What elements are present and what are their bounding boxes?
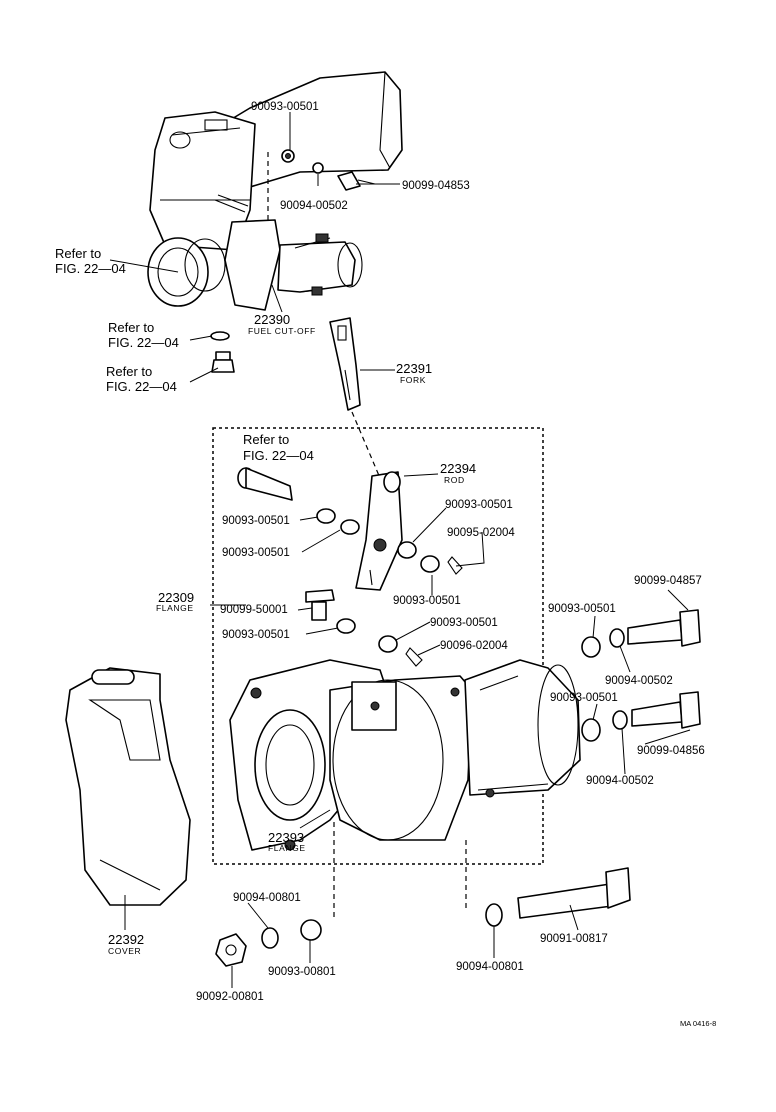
flange-part	[229, 659, 581, 851]
label-refer-to-4: Refer to	[243, 432, 289, 447]
label-90093-00501-c: 90093-00501	[222, 547, 290, 559]
label-90099-04853: 90099-04853	[402, 180, 470, 192]
label-90094-00801-b: 90094-00801	[456, 961, 524, 973]
label-90099-04856: 90099-04856	[637, 745, 705, 757]
washer	[340, 519, 360, 535]
label-fig-ref-3: FIG. 22—04	[106, 379, 177, 394]
washer	[300, 919, 322, 941]
label-90093-00501-f: 90093-00501	[430, 617, 498, 629]
label-rod: ROD	[444, 475, 465, 485]
label-flange-22309: FLANGE	[156, 603, 194, 613]
bolt-upper	[581, 609, 701, 658]
label-22394: 22394	[440, 461, 476, 476]
cover-part	[65, 667, 191, 906]
label-90093-00501-d: 90093-00501	[393, 595, 461, 607]
label-cover: COVER	[108, 946, 141, 956]
washer	[378, 635, 398, 653]
label-22390: 22390	[254, 312, 290, 327]
washer	[485, 903, 503, 927]
label-90093-00501-b: 90093-00501	[222, 515, 290, 527]
label-22392: 22392	[108, 932, 144, 947]
rod-part	[355, 471, 403, 591]
label-fork: FORK	[400, 375, 426, 385]
label-fig-ref-4: FIG. 22—04	[243, 448, 314, 463]
label-90093-00801: 90093-00801	[268, 966, 336, 978]
bolt-lower	[581, 691, 701, 742]
flange-assembly-box	[212, 427, 544, 865]
label-90093-00501-h: 90093-00501	[550, 692, 618, 704]
label-fuel-cut-off: FUEL CUT-OFF	[248, 326, 316, 336]
label-90091-00817: 90091-00817	[540, 933, 608, 945]
label-90096-02004: 90096-02004	[440, 640, 508, 652]
washer	[397, 541, 417, 559]
label-90099-04857: 90099-04857	[634, 575, 702, 587]
fork-part	[329, 317, 361, 411]
label-22309: 22309	[158, 590, 194, 605]
label-90095-02004: 90095-02004	[447, 527, 515, 539]
label-90094-00502-a: 90094-00502	[605, 675, 673, 687]
label-refer-to-3: Refer to	[106, 364, 152, 379]
label-refer-to-2: Refer to	[108, 320, 154, 335]
cotter-pin	[405, 647, 423, 667]
washer	[316, 508, 336, 524]
washer	[336, 618, 356, 634]
label-90093-00501-e: 90093-00501	[222, 629, 290, 641]
label-fig-ref-2: FIG. 22—04	[108, 335, 179, 350]
label-90093-00501-g: 90093-00501	[548, 603, 616, 615]
label-90094-00801-a: 90094-00801	[233, 892, 301, 904]
label-fig-ref-1: FIG. 22—04	[55, 261, 126, 276]
label-90092-00801: 90092-00801	[196, 991, 264, 1003]
long-bolt	[517, 867, 631, 919]
washer	[261, 927, 279, 949]
label-refer-to-1: Refer to	[55, 246, 101, 261]
label-90093-00501-top: 90093-00501	[251, 101, 319, 113]
label-90099-50001: 90099-50001	[220, 604, 288, 616]
label-flange-22393: FLANGE	[268, 843, 306, 853]
label-90093-00501-a: 90093-00501	[445, 499, 513, 511]
label-22391: 22391	[396, 361, 432, 376]
pin-part	[237, 467, 293, 501]
cotter-pin	[447, 556, 463, 575]
label-22393: 22393	[268, 830, 304, 845]
screw-part	[305, 589, 335, 621]
label-90094-00502-top: 90094-00502	[280, 200, 348, 212]
drawing-code: MA 0416-8	[680, 1019, 716, 1028]
nut	[215, 933, 247, 967]
washer	[420, 555, 440, 573]
label-90094-00502-b: 90094-00502	[586, 775, 654, 787]
